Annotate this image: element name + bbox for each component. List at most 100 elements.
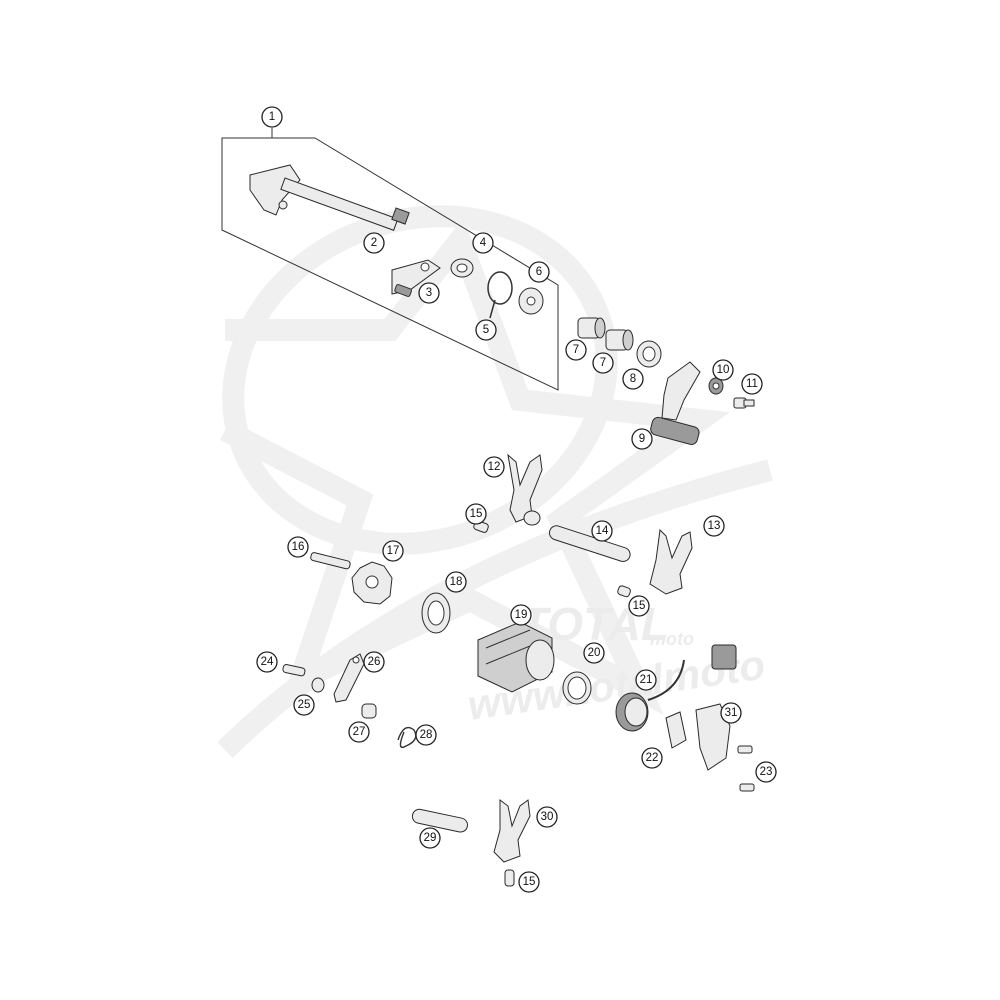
bushing-7b xyxy=(605,329,634,351)
svg-text:19: 19 xyxy=(515,609,528,621)
watermark-sub: moto xyxy=(650,629,694,649)
pin-15b xyxy=(617,585,631,598)
callout-25: 25 xyxy=(293,694,315,716)
callout-3: 3 xyxy=(418,282,440,304)
svg-text:15: 15 xyxy=(523,876,536,888)
svg-text:7: 7 xyxy=(600,357,606,369)
pin-15c xyxy=(504,869,515,887)
callout-13: 13 xyxy=(703,515,725,537)
locking-lever-26 xyxy=(333,653,365,703)
callout-12: 12 xyxy=(483,456,505,478)
svg-text:21: 21 xyxy=(640,674,653,686)
svg-text:7: 7 xyxy=(573,344,579,356)
callout-30: 30 xyxy=(536,806,558,828)
svg-text:25: 25 xyxy=(298,699,311,711)
callout-7-left: 7 xyxy=(565,339,587,361)
spring-28 xyxy=(397,726,417,749)
svg-text:4: 4 xyxy=(480,237,487,249)
cover-31 xyxy=(695,703,731,771)
callout-10: 10 xyxy=(712,359,734,381)
callout-5: 5 xyxy=(475,319,497,341)
callout-6: 6 xyxy=(528,261,550,283)
torsion-spring-5 xyxy=(487,271,513,319)
washer-25 xyxy=(311,677,325,693)
svg-text:26: 26 xyxy=(368,656,381,668)
callout-26: 26 xyxy=(363,651,385,673)
sensor-bracket-22 xyxy=(665,711,687,749)
bearing-18 xyxy=(421,592,451,634)
callout-28: 28 xyxy=(415,724,437,746)
bolt-16 xyxy=(310,552,351,570)
spring-3 xyxy=(394,284,412,297)
callout-14: 14 xyxy=(591,520,613,542)
svg-text:16: 16 xyxy=(292,541,305,553)
callout-20: 20 xyxy=(583,642,605,664)
svg-text:10: 10 xyxy=(717,364,730,376)
shift-plate xyxy=(391,259,441,295)
callout-4: 4 xyxy=(472,232,494,254)
svg-text:2: 2 xyxy=(371,237,377,249)
roller-27 xyxy=(361,703,377,719)
callout-22: 22 xyxy=(641,747,663,769)
svg-text:27: 27 xyxy=(353,726,366,738)
screw-23b xyxy=(739,783,755,792)
callout-7-right: 7 xyxy=(592,352,614,374)
seal-ring-8 xyxy=(636,340,662,368)
callout-11: 11 xyxy=(741,373,763,395)
callout-23: 23 xyxy=(755,761,777,783)
svg-text:1: 1 xyxy=(269,111,275,123)
shift-fork-12 xyxy=(507,453,543,526)
svg-text:5: 5 xyxy=(483,324,489,336)
fork-shaft-29 xyxy=(411,808,468,833)
bolt-11 xyxy=(733,397,755,409)
callout-24: 24 xyxy=(256,651,278,673)
callout-17: 17 xyxy=(382,540,404,562)
svg-text:14: 14 xyxy=(596,525,609,537)
svg-text:20: 20 xyxy=(588,647,601,659)
svg-text:9: 9 xyxy=(639,433,645,445)
svg-text:12: 12 xyxy=(488,461,501,473)
svg-text:15: 15 xyxy=(633,600,646,612)
callout-27: 27 xyxy=(348,721,370,743)
svg-text:18: 18 xyxy=(450,576,463,588)
callout-15-b: 15 xyxy=(628,595,650,617)
shift-star-17 xyxy=(351,561,393,605)
callout-19: 19 xyxy=(510,604,532,626)
bushing-7a xyxy=(577,317,606,339)
callout-9: 9 xyxy=(631,428,653,450)
svg-text:15: 15 xyxy=(470,508,483,520)
svg-text:17: 17 xyxy=(387,545,400,557)
bearing-20 xyxy=(562,671,592,705)
svg-text:13: 13 xyxy=(708,520,721,532)
callout-1: 1 xyxy=(261,106,283,128)
svg-text:22: 22 xyxy=(646,752,659,764)
callout-31: 31 xyxy=(720,702,742,724)
callout-18: 18 xyxy=(445,571,467,593)
washer-6 xyxy=(518,287,544,315)
svg-text:3: 3 xyxy=(426,287,432,299)
svg-text:29: 29 xyxy=(424,832,437,844)
svg-text:28: 28 xyxy=(420,729,433,741)
callout-29: 29 xyxy=(419,827,441,849)
screw-23a xyxy=(737,745,753,754)
callout-16: 16 xyxy=(287,536,309,558)
clip-4 xyxy=(450,258,474,278)
bolt-24 xyxy=(282,664,306,677)
svg-text:31: 31 xyxy=(725,707,738,719)
callout-21: 21 xyxy=(635,669,657,691)
assembly-group-outline xyxy=(221,137,559,391)
callout-15-c: 15 xyxy=(518,871,540,893)
svg-text:24: 24 xyxy=(261,656,274,668)
svg-text:6: 6 xyxy=(536,266,542,278)
svg-text:30: 30 xyxy=(541,811,554,823)
callout-15-a: 15 xyxy=(465,503,487,525)
fork-shaft-14 xyxy=(548,525,631,562)
shift-lever-9 xyxy=(650,361,701,445)
callout-8: 8 xyxy=(622,368,644,390)
callout-2: 2 xyxy=(363,232,385,254)
svg-text:23: 23 xyxy=(760,766,773,778)
gear-sensor-21 xyxy=(615,644,737,732)
svg-text:11: 11 xyxy=(746,378,758,390)
shift-fork-30 xyxy=(493,799,531,863)
